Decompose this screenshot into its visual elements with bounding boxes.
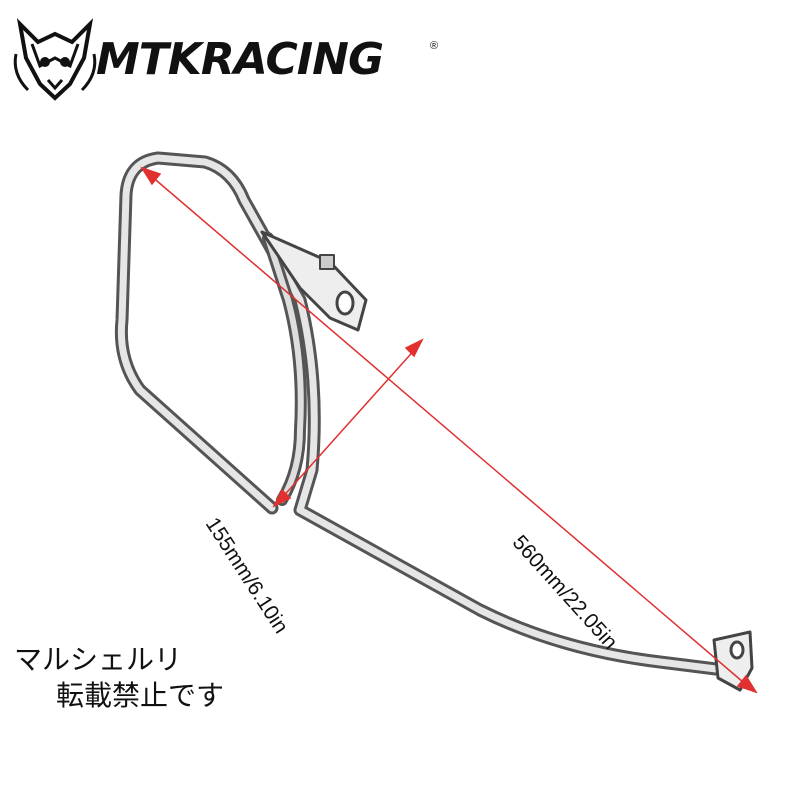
watermark-line-1: マルシェルリ xyxy=(14,643,183,676)
skull-logo-icon xyxy=(13,18,97,101)
registered-mark: ® xyxy=(430,40,439,52)
watermark-line-2: 転載禁止です xyxy=(56,679,225,712)
brand-name: MTKRACING xyxy=(96,34,384,85)
